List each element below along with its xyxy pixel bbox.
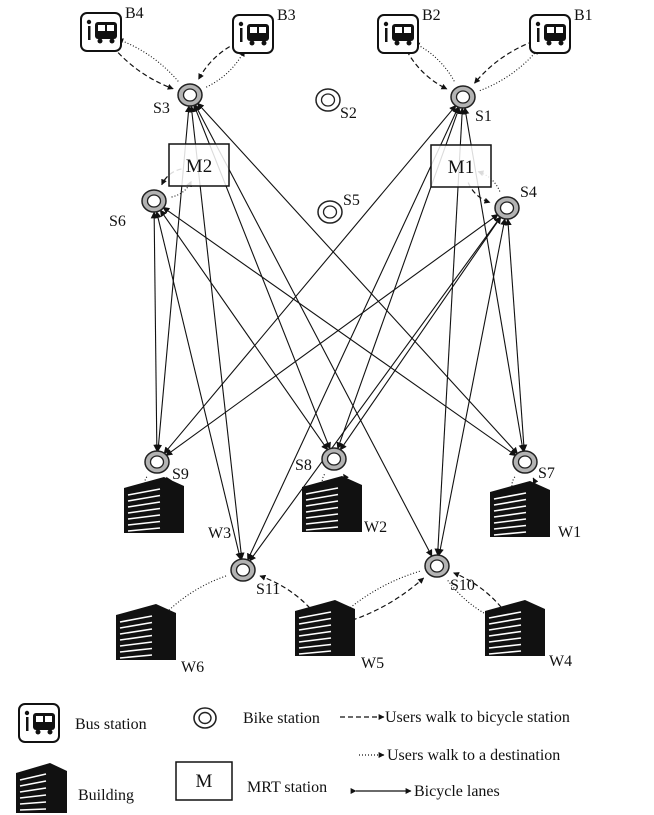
- legend-walk-bicycle-label: Users walk to bicycle station: [385, 709, 570, 726]
- mrt-station-label: M1: [448, 157, 474, 178]
- walk-to-destination-s3-b3: [205, 50, 245, 88]
- walk-to-station-b3-s3: [198, 42, 238, 80]
- mrt-station-m2: M2: [168, 143, 230, 187]
- building-w2: [302, 476, 362, 532]
- walk-to-destination-s10-w5: [339, 570, 420, 617]
- w4-label: W4: [549, 653, 572, 670]
- legend-bike-icon: [193, 707, 217, 729]
- bus-station-b2: [377, 14, 419, 54]
- legend-bicycle-lanes-label: Bicycle lanes: [414, 783, 500, 800]
- w3-label: W3: [208, 525, 231, 542]
- legend-bus-label: Bus station: [75, 716, 147, 733]
- bike-station-s8: [321, 447, 347, 471]
- b3-label: B3: [277, 7, 296, 24]
- walk-to-station-b1-s1: [474, 40, 534, 84]
- bike-station-s4: [494, 196, 520, 220]
- bicycle-lane-s6-s9: [150, 211, 161, 452]
- s6-label: S6: [109, 213, 126, 230]
- bicycle-lane-s4-s10: [436, 218, 508, 556]
- walk-paths-layer: [112, 38, 539, 624]
- building-w4: [485, 600, 545, 656]
- bike-station-s7: [512, 450, 538, 474]
- b1-label: B1: [574, 7, 593, 24]
- bike-station-s9: [144, 450, 170, 474]
- b2-label: B2: [422, 7, 441, 24]
- legend-walk-destination-label: Users walk to a destination: [387, 747, 560, 764]
- bike-station-s10: [424, 554, 450, 578]
- b4-label: B4: [125, 5, 144, 22]
- s11-label: S11: [256, 581, 280, 598]
- w5-label: W5: [361, 655, 384, 672]
- legend-mrt-symbol: M: [196, 771, 213, 792]
- walk-to-destination-s11-w6: [159, 575, 227, 620]
- bike-station-s1: [450, 85, 476, 109]
- walk-to-station-w5-s11: [259, 574, 316, 615]
- building-w3: [124, 477, 184, 533]
- building-w6: [116, 604, 176, 660]
- walk-to-destination-s3-b4: [117, 38, 179, 82]
- building-w5: [295, 600, 355, 656]
- walk-to-destination-s10-w4: [447, 580, 501, 622]
- walk-to-station-b4-s3: [112, 46, 174, 90]
- s2-label: S2: [340, 105, 357, 122]
- legend-building-label: Building: [78, 787, 134, 804]
- walk-to-station-w4-s10: [453, 572, 507, 614]
- walk-to-destination-s1-b1: [479, 48, 539, 92]
- legend-mrt-box: [175, 761, 233, 801]
- walk-to-station-w5-s10: [344, 577, 425, 624]
- s1-label: S1: [475, 108, 492, 125]
- s7-label: S7: [538, 465, 555, 482]
- bus-station-b3: [232, 14, 274, 54]
- walk-to-station-b2-s1: [406, 50, 448, 90]
- w6-label: W6: [181, 659, 204, 676]
- bus-station-b1: [529, 14, 571, 54]
- mrt-station-m1: M1: [430, 144, 492, 188]
- s4-label: S4: [520, 184, 537, 201]
- legend-building-icon: [16, 763, 67, 813]
- bike-station-s11: [230, 558, 256, 582]
- bicycle-lane-s4-s8: [339, 216, 502, 451]
- bike-station-s5: [317, 200, 343, 224]
- bike-station-s6: [141, 189, 167, 213]
- bicycle-lane-s4-s11: [249, 216, 501, 562]
- w2-label: W2: [364, 519, 387, 536]
- bike-station-s3: [177, 83, 203, 107]
- legend: Bus station Bike station Building M MRT …: [16, 703, 570, 813]
- legend-mrt-label: MRT station: [247, 779, 327, 796]
- s10-label: S10: [450, 577, 475, 594]
- bus-station-b4: [80, 12, 122, 52]
- w1-label: W1: [558, 524, 581, 541]
- s8-label: S8: [295, 457, 312, 474]
- legend-bike-label: Bike station: [243, 710, 320, 727]
- s3-label: S3: [153, 100, 170, 117]
- mrt-station-label: M2: [186, 156, 212, 177]
- s9-label: S9: [172, 466, 189, 483]
- bicycle-lane-s4-s7: [504, 218, 528, 452]
- walk-to-destination-s1-b2: [413, 42, 455, 82]
- bike-station-s2: [315, 88, 341, 112]
- s5-label: S5: [343, 192, 360, 209]
- legend-bus-icon: [18, 703, 60, 743]
- building-w1: [490, 481, 550, 537]
